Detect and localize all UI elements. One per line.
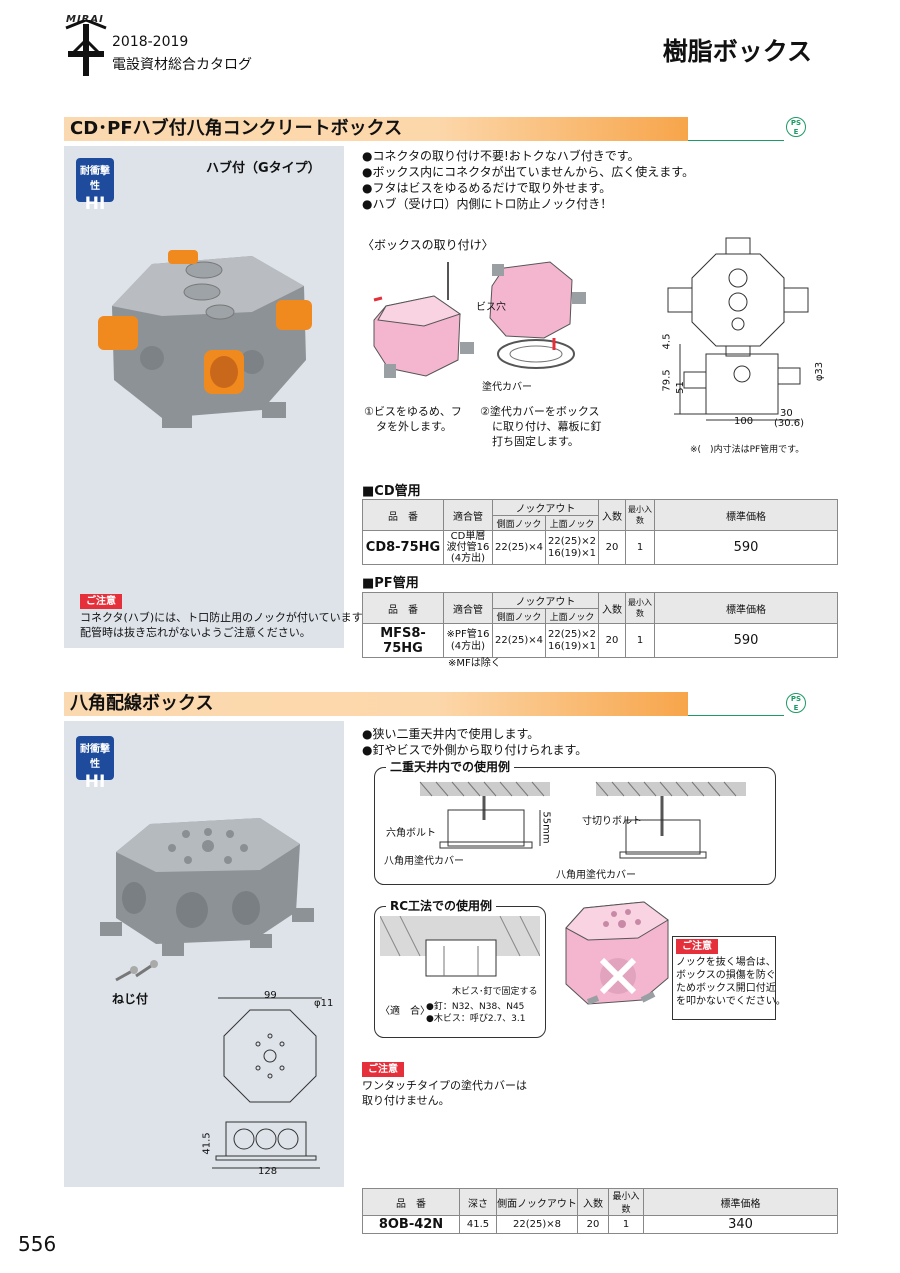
hub-caution-text: コネクタ(ハブ)には、ト口防止用のノックが付いています。配管時は抜き忘れがないよ… (80, 611, 373, 639)
screws-image (115, 960, 158, 982)
dim-phi-11: φ11 (314, 998, 334, 1009)
knockout-caution-text: ノックを抜く場合は、ボックスの損傷を防ぐためボックス開口付近を叩かないでください… (676, 957, 786, 1007)
rc-fit-label: 〈適 合〉 (380, 1006, 430, 1017)
mirai-logo-icon (65, 20, 107, 76)
section2-title: 八角配線ボックス (70, 693, 214, 714)
section2-rule (688, 715, 784, 716)
section1-header-bar (64, 117, 688, 141)
dim-51: 51 (674, 381, 686, 394)
rc-example-illustration (380, 916, 540, 977)
pf-table-title: ■PF管用 (362, 576, 419, 591)
catalog-name: 電設資材総合カタログ (112, 57, 252, 73)
dim-79-5: 79.5 (661, 369, 673, 392)
dim-99: 99 (264, 990, 277, 1001)
rc-fix-note: 木ビス･釘で固定する (452, 987, 538, 997)
section1-title: CD･PFハブ付八角コンクリートボックス (70, 118, 403, 139)
install-step2: ②塗代カバーをボックスに取り付け、幕板に釘打ち固定します。 (480, 405, 602, 448)
wiring-box-table-row: 8OB-42N 41.5 22(25)×8 20 1 340 (362, 1215, 838, 1234)
hex-bolt-label: 六角ボルト (386, 828, 436, 839)
install-title: 〈ボックスの取り付け〉 (362, 238, 494, 252)
catalog-year: 2018-2019 (112, 34, 189, 50)
side-view-drawing (212, 1121, 320, 1169)
dim-phi-33: φ33 (814, 361, 826, 382)
section1-features: ●コネクタの取り付け不要!おトクなハブ付きです。 ●ボックス内にコネクタが出てい… (362, 149, 695, 211)
rc-fit-list: ●釘：N32、N38、N45●木ビス：呼び2.7、3.1 (426, 1002, 526, 1024)
pf-spec-table: 品 番 適合管 ノックアウト 入数 最小入数 標準価格 側面ノック 上面ノック … (362, 592, 838, 658)
ceiling-example-frame (374, 767, 776, 885)
section2-header-bar (64, 692, 688, 716)
install-illustration (373, 261, 586, 378)
cover-label-1: 八角用塗代カバー (384, 856, 464, 867)
box-dimension-drawing (667, 237, 809, 421)
dim-128: 128 (258, 1166, 278, 1177)
top-view-drawing (218, 997, 322, 1103)
dim-4-5: 4.5 (661, 333, 673, 350)
cd-table-row: CD8-75HG CD単層波付管16(4方出) 22(25)×4 22(25)×… (362, 530, 838, 565)
section2-features: ●狭い二重天井内で使用します。 ●釘やビスで外側から取り付けられます。 (362, 727, 588, 757)
page-title: 樹脂ボックス (662, 37, 812, 66)
octagonal-box-with-hubs-image (98, 250, 312, 428)
cd-spec-table: 品 番 適合管 ノックアウト 入数 最小入数 標準価格 側面ノック 上面ノック … (362, 499, 838, 565)
cut-bolt-label: 寸切りボルト (582, 816, 642, 827)
ceiling-example-title: 二重天井内での使用例 (386, 758, 515, 775)
cover-label: 塗代カバー (482, 382, 532, 393)
cover-label-2: 八角用塗代カバー (556, 870, 636, 881)
caution-tag: ご注意 (676, 939, 718, 954)
screw-hole-label: ビス穴 (476, 302, 506, 313)
pf-note: ※MFは除く (448, 658, 501, 669)
octagonal-wiring-box-image (100, 818, 314, 956)
dim-30-6: (30.6) (774, 418, 805, 429)
caution-tag: ご注意 (362, 1062, 404, 1077)
cover-caution-text: ワンタッチタイプの塗代カバーは取り付けません。 (362, 1079, 527, 1107)
page-number: 556 (18, 1232, 57, 1256)
wiring-box-spec-table: 品 番 深さ 側面ノックアウト 入数 最小入数 標準価格 8OB-42N 41.… (362, 1188, 838, 1234)
hub-type-label: ハブ付（Gタイプ） (206, 161, 321, 176)
cd-table-title: ■CD管用 (362, 484, 421, 499)
caution-tag: ご注意 (80, 594, 122, 609)
dim-30: 30 (780, 408, 793, 419)
ceiling-example-illustration (419, 781, 746, 859)
install-step1: ①ビスをゆるめ、フタを外します。 (364, 405, 462, 433)
knockout-illustration (565, 901, 669, 1005)
screws-included-label: ねじ付 (112, 992, 149, 1006)
section2-product-panel (64, 721, 344, 1187)
rc-example-title: RC工法での使用例 (386, 897, 497, 914)
section1-rule (688, 140, 784, 141)
dim-note: ※( )内寸法はPF管用です。 (690, 445, 805, 455)
dim-100: 100 (734, 416, 754, 427)
dim-55mm: 55mm (540, 811, 552, 844)
dim-41-5: 41.5 (201, 1132, 213, 1155)
